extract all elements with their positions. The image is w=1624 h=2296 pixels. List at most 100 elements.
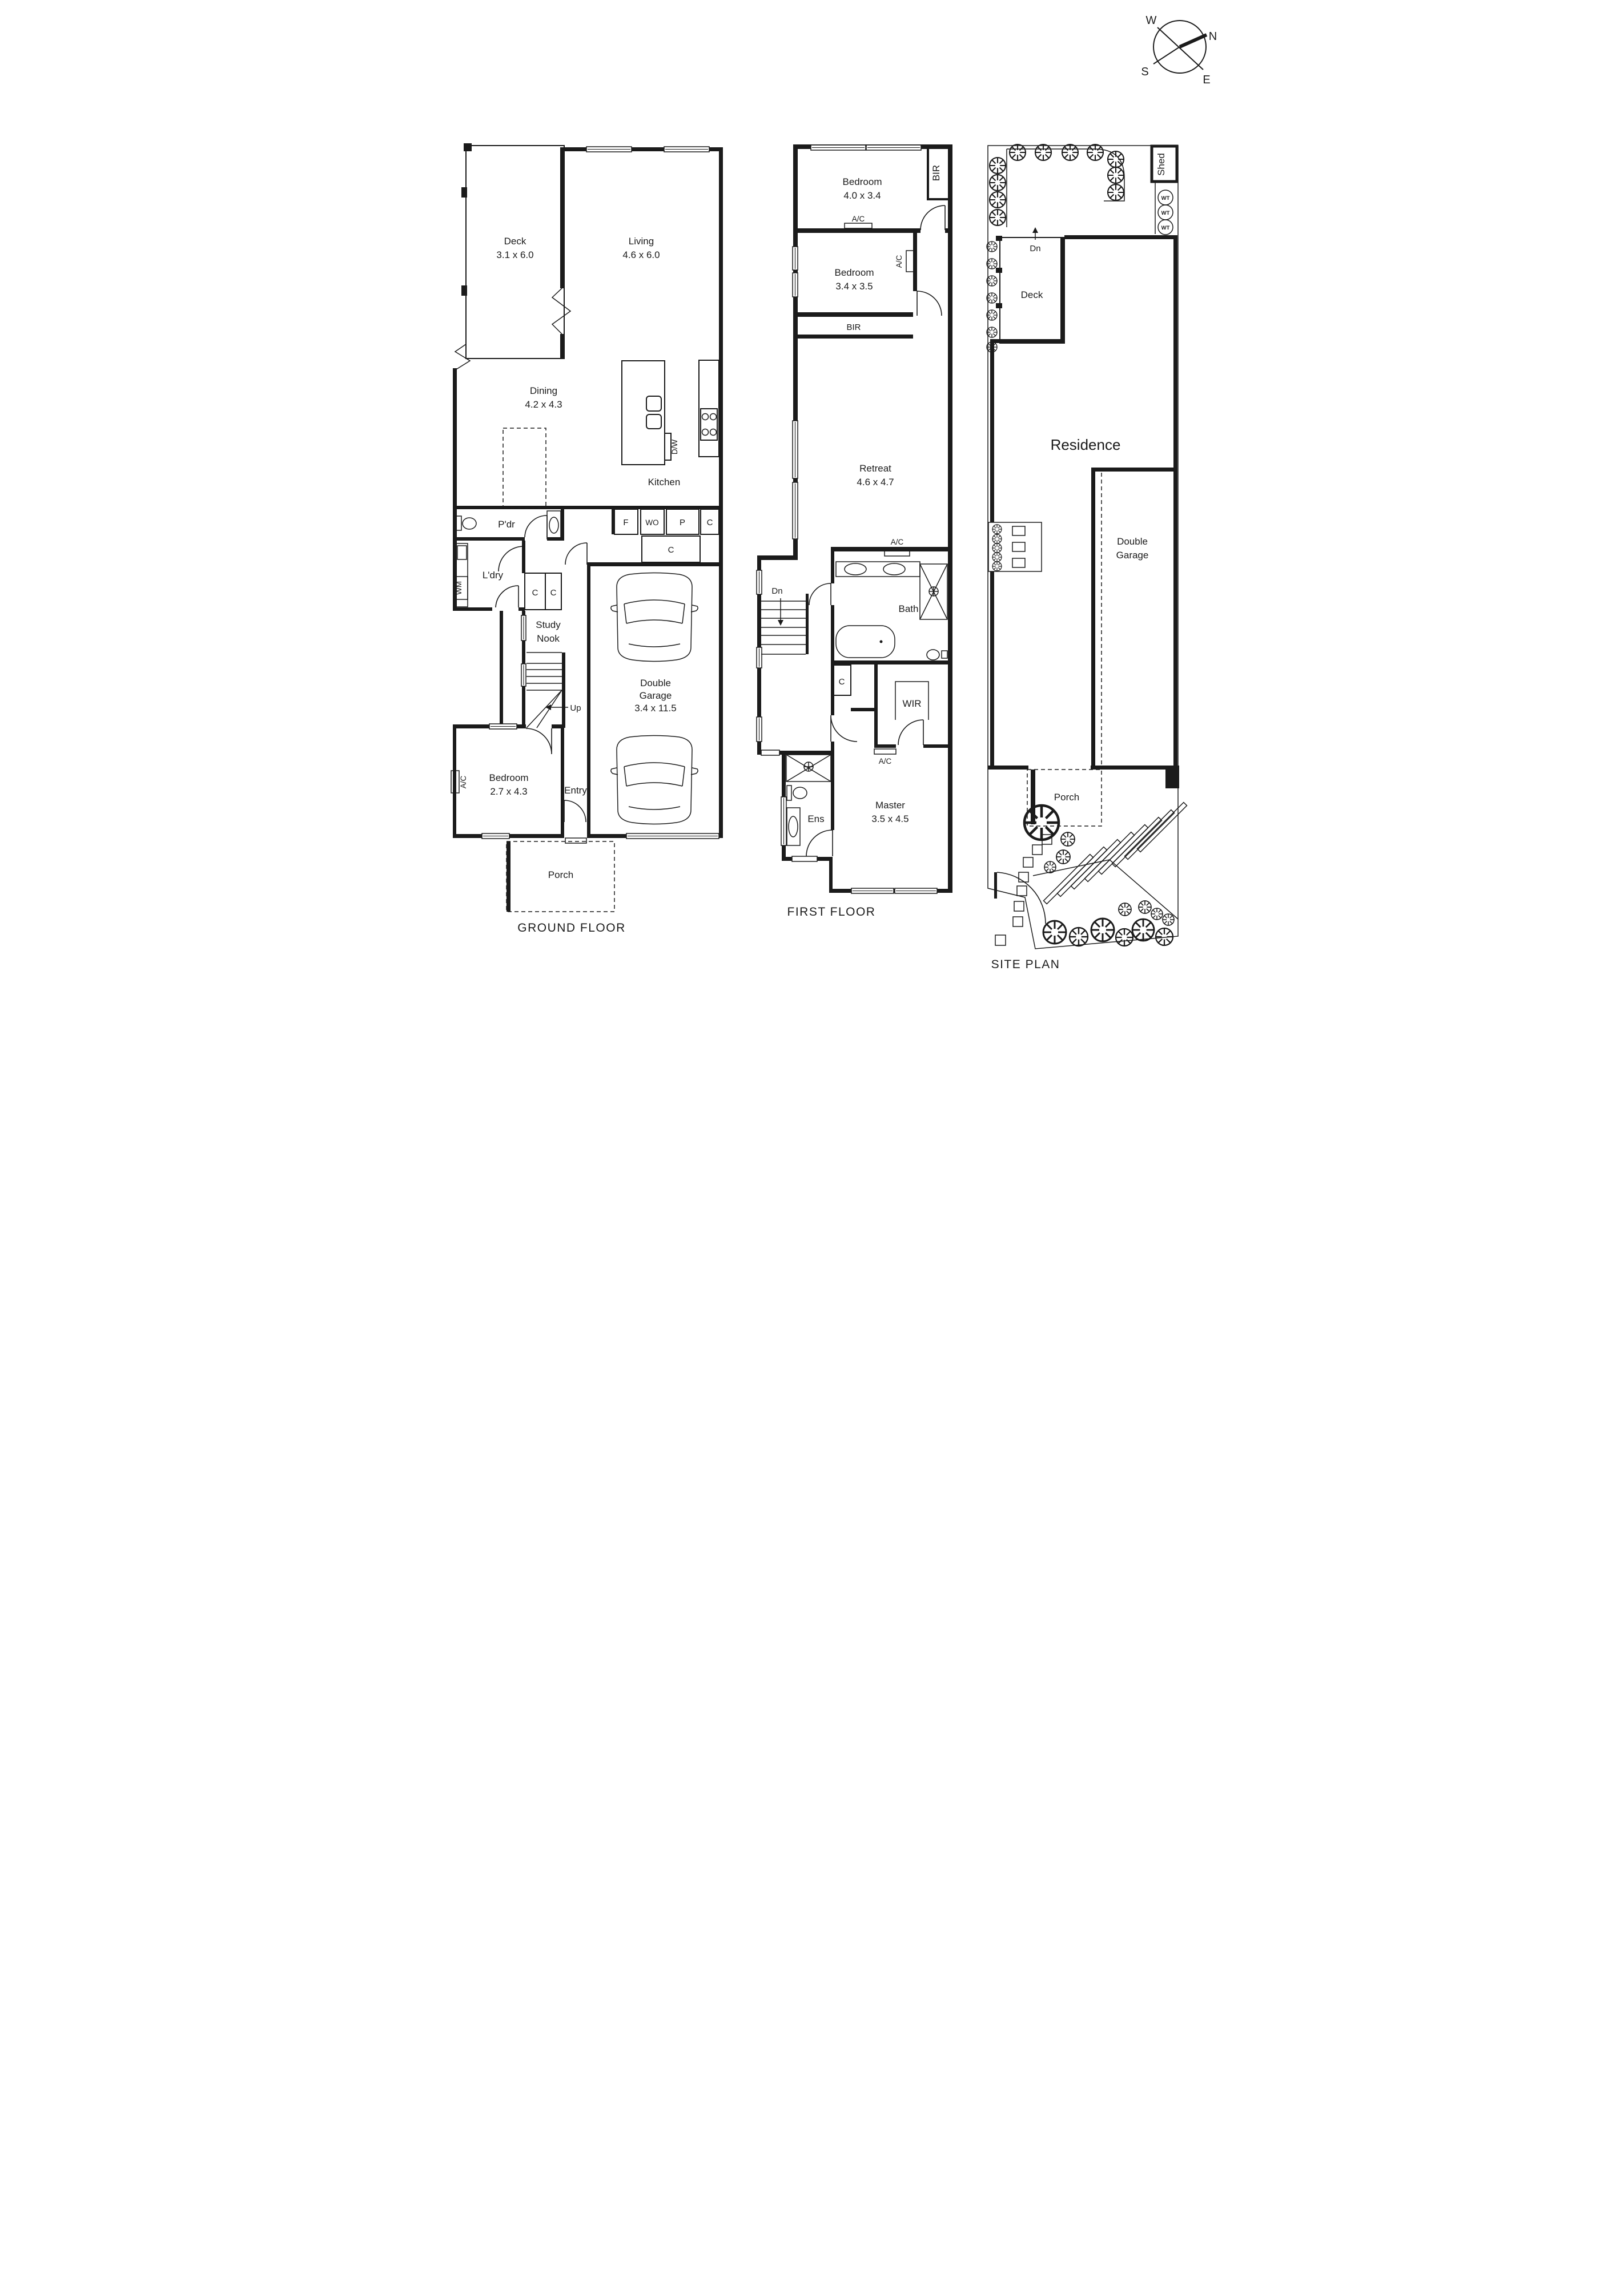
opening-zigzag-west	[454, 344, 471, 370]
closet-2-label: C	[550, 588, 557, 598]
wir-label: WIR	[902, 698, 921, 709]
entry-label: Entry	[564, 785, 587, 796]
shower-icon	[786, 754, 831, 782]
dining-label: Dining	[530, 385, 557, 396]
laundry-fixtures	[455, 543, 468, 607]
stepping-stones	[1012, 834, 1052, 927]
ground-floor-title: GROUND FLOOR	[517, 921, 626, 934]
opening-zigzag-deck	[551, 288, 572, 335]
compass-we-line	[1157, 27, 1204, 70]
bedroom1-label: Bedroom	[843, 176, 882, 187]
wall-oven-cabinet	[640, 509, 665, 535]
pantry-label: P	[680, 518, 685, 527]
bedroom2-ac-label: A/C	[895, 255, 903, 268]
up-label: Up	[570, 703, 581, 713]
washing-machine-label: WM	[455, 581, 463, 595]
ground-floor-plan: Deck 3.1 x 6.0 Living 4.6 x 6.0 Dining 4…	[451, 143, 723, 934]
site-deck-label: Deck	[1021, 289, 1043, 300]
bath-ac-label: A/C	[891, 538, 904, 546]
first-floor-windows	[756, 144, 938, 894]
sink-icon	[646, 396, 662, 412]
compass-n: N	[1209, 30, 1217, 43]
ff-closet	[832, 664, 851, 696]
residence-walls	[988, 235, 1179, 824]
basin-icon	[546, 510, 561, 539]
ff-closet-label: C	[839, 677, 845, 687]
floorplan-drawing: W N S E	[451, 14, 1217, 971]
laundry-bench	[456, 543, 468, 607]
vanity-bench	[835, 561, 920, 577]
wir-ac-label: A/C	[879, 757, 892, 766]
master-door	[830, 715, 858, 742]
up-arrow-icon	[545, 704, 551, 710]
tree-icon	[1024, 805, 1059, 840]
stairs-up	[526, 652, 568, 728]
bedroom2-bir-label: BIR	[846, 323, 861, 332]
laundry-hall-door	[498, 546, 524, 572]
basin-icon	[788, 816, 798, 837]
ensuite-label: Ens	[807, 813, 824, 824]
laundry-rear-door	[495, 585, 519, 608]
fridge-cabinet	[614, 509, 638, 535]
wir-door	[898, 719, 924, 746]
wardrobe-outline	[895, 681, 929, 720]
site-deck-outline	[999, 237, 1065, 344]
site-plan: Shed WT WT WT Dn	[986, 143, 1188, 971]
dishwasher-label: D/W	[670, 440, 679, 455]
dn-arrow-icon	[1032, 227, 1038, 233]
toilet-icon	[793, 787, 807, 799]
garage-label-2: Garage	[640, 690, 672, 701]
powder-door	[524, 515, 548, 538]
study-nook-label-1: Study	[536, 619, 561, 630]
bedroom2-label: Bedroom	[835, 267, 874, 278]
site-porch-outline	[1027, 769, 1102, 827]
compass-s: S	[1141, 66, 1148, 78]
front-door	[564, 800, 586, 823]
entry-step	[565, 837, 587, 844]
front-bed-trees	[1042, 900, 1175, 947]
wt-label: WT	[1161, 210, 1170, 216]
down-arrow-icon	[778, 620, 783, 626]
bathtub-icon	[835, 625, 895, 658]
bedroom1-door	[920, 205, 946, 231]
ensuite-door	[806, 829, 833, 857]
site-garage-label-1: Double	[1117, 536, 1148, 547]
car-icon	[610, 735, 698, 825]
ac-unit	[906, 250, 914, 272]
bedroom-door	[525, 728, 552, 755]
ac-unit	[884, 550, 910, 557]
bedroom2-dims: 3.4 x 3.5	[835, 281, 873, 292]
basin-icon	[786, 807, 801, 846]
bath-label: Bath	[899, 603, 919, 614]
first-floor-doors	[806, 205, 946, 857]
deck-posts	[461, 143, 472, 296]
kitchen-island	[621, 360, 665, 465]
ac-unit	[451, 770, 460, 793]
ensuite-fixtures	[786, 754, 831, 846]
car-icon	[610, 572, 698, 662]
sink-icon	[646, 414, 662, 429]
garden-trees	[986, 143, 1125, 353]
basin-icon	[549, 517, 559, 534]
kitchen-bench	[698, 360, 719, 457]
letterbox	[995, 934, 1006, 946]
cupboard-lower-label: C	[668, 545, 674, 555]
gf-porch-label: Porch	[548, 869, 573, 880]
closet-1-label: C	[532, 588, 538, 598]
wt-label: WT	[1161, 195, 1170, 202]
first-floor-plan: Bedroom 4.0 x 3.4 BIR A/C Bedroom 3.4 x …	[756, 144, 952, 919]
bedroom1-ac-label: A/C	[852, 215, 865, 223]
dining-dims: 4.2 x 4.3	[525, 399, 562, 410]
site-porch-label: Porch	[1054, 792, 1079, 803]
deck-label: Deck	[504, 236, 526, 247]
bedroom1-dims: 4.0 x 3.4	[843, 190, 881, 201]
bath-door	[809, 583, 831, 606]
wt-label: WT	[1161, 225, 1170, 231]
toilet-icon	[941, 650, 948, 659]
planter-bed	[988, 522, 1042, 572]
dining-table-outline	[503, 428, 546, 509]
master-dims: 3.5 x 4.5	[871, 813, 909, 824]
dn-label: Dn	[771, 586, 782, 596]
gate-swing	[996, 872, 1046, 924]
laundry-trough	[457, 545, 467, 560]
